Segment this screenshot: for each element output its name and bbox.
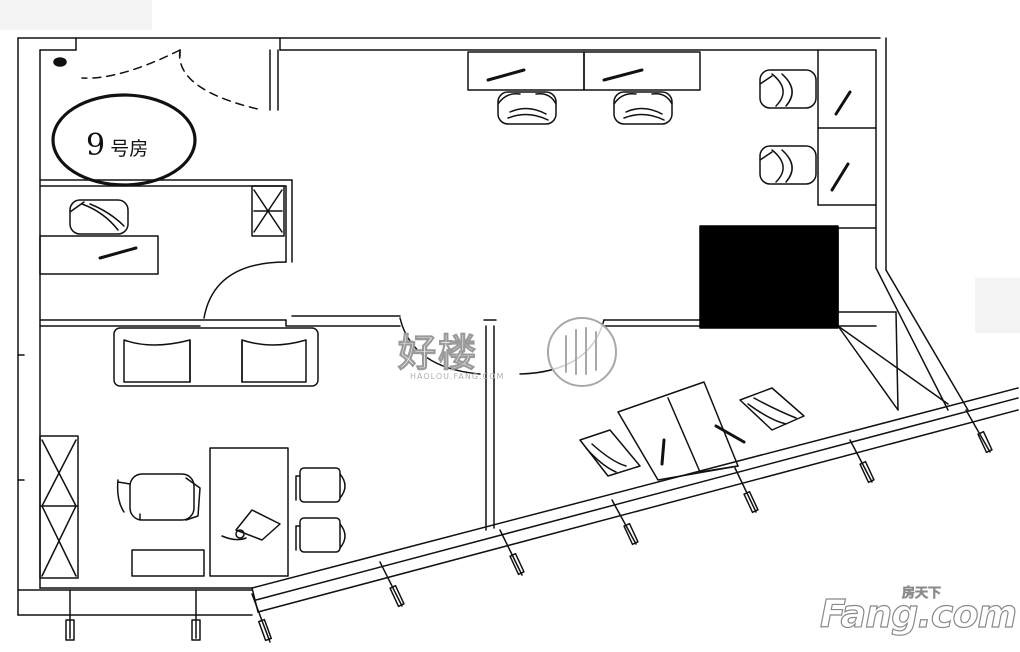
watermark-brand: Fang.com bbox=[819, 591, 1017, 636]
phone-icon bbox=[830, 162, 850, 192]
phone-icon bbox=[714, 424, 746, 444]
lower-left-furniture bbox=[39, 327, 346, 579]
room-number: 9 bbox=[86, 128, 106, 163]
outer-walls bbox=[17, 37, 969, 616]
cabinet-cross bbox=[253, 189, 283, 233]
door-swings bbox=[81, 49, 605, 375]
desk-icon bbox=[39, 235, 159, 275]
chair-icon bbox=[69, 199, 129, 235]
cabinet-cross bbox=[39, 439, 79, 577]
desk-icon bbox=[209, 447, 289, 577]
phone-icon bbox=[98, 246, 138, 260]
cabinet-icon bbox=[39, 435, 79, 579]
desk-icon bbox=[583, 51, 701, 91]
watermark-brand-cn: 房天下 bbox=[902, 586, 942, 602]
room-label-text: 号房 bbox=[110, 138, 149, 160]
lower-right-furniture bbox=[579, 381, 805, 481]
chair-icon bbox=[116, 473, 201, 521]
room-label: 9 号房 bbox=[86, 128, 148, 163]
scan-patch-top-left bbox=[0, 0, 152, 30]
chair-icon bbox=[497, 91, 557, 125]
desk-return bbox=[131, 549, 205, 577]
phone-icon bbox=[834, 90, 852, 116]
phone-icon bbox=[221, 509, 281, 541]
cabinet-icon bbox=[251, 185, 285, 237]
small-office-furniture bbox=[39, 185, 285, 275]
phone-icon bbox=[602, 68, 644, 82]
desk-icon bbox=[467, 51, 585, 91]
door-swing-icon bbox=[199, 261, 287, 321]
phone-icon bbox=[486, 68, 526, 82]
chair-icon bbox=[295, 517, 346, 553]
scan-patch-right bbox=[975, 278, 1020, 333]
right-workstations bbox=[759, 69, 852, 192]
chair-icon bbox=[759, 69, 817, 109]
structural-column bbox=[699, 225, 839, 329]
chair-icon bbox=[739, 387, 805, 431]
interior-walls bbox=[39, 49, 949, 531]
watermark-center: 好楼 bbox=[397, 331, 479, 376]
watermark-logo-icon bbox=[547, 317, 617, 387]
curtain-wall bbox=[65, 387, 1019, 643]
window-mullions bbox=[65, 409, 993, 643]
chair-icon bbox=[579, 429, 641, 477]
top-workstations bbox=[467, 51, 701, 125]
door-swing-icon bbox=[81, 49, 263, 111]
chair-icon bbox=[295, 467, 346, 503]
fixture-dot bbox=[53, 57, 67, 67]
chair-icon bbox=[759, 145, 817, 185]
watermark-center-subtitle: HAOLOU.FANG.COM bbox=[410, 372, 505, 381]
sofa-icon bbox=[113, 327, 319, 387]
phone-icon bbox=[660, 438, 666, 466]
room-label-ellipse bbox=[51, 93, 197, 187]
chair-icon bbox=[613, 91, 673, 125]
